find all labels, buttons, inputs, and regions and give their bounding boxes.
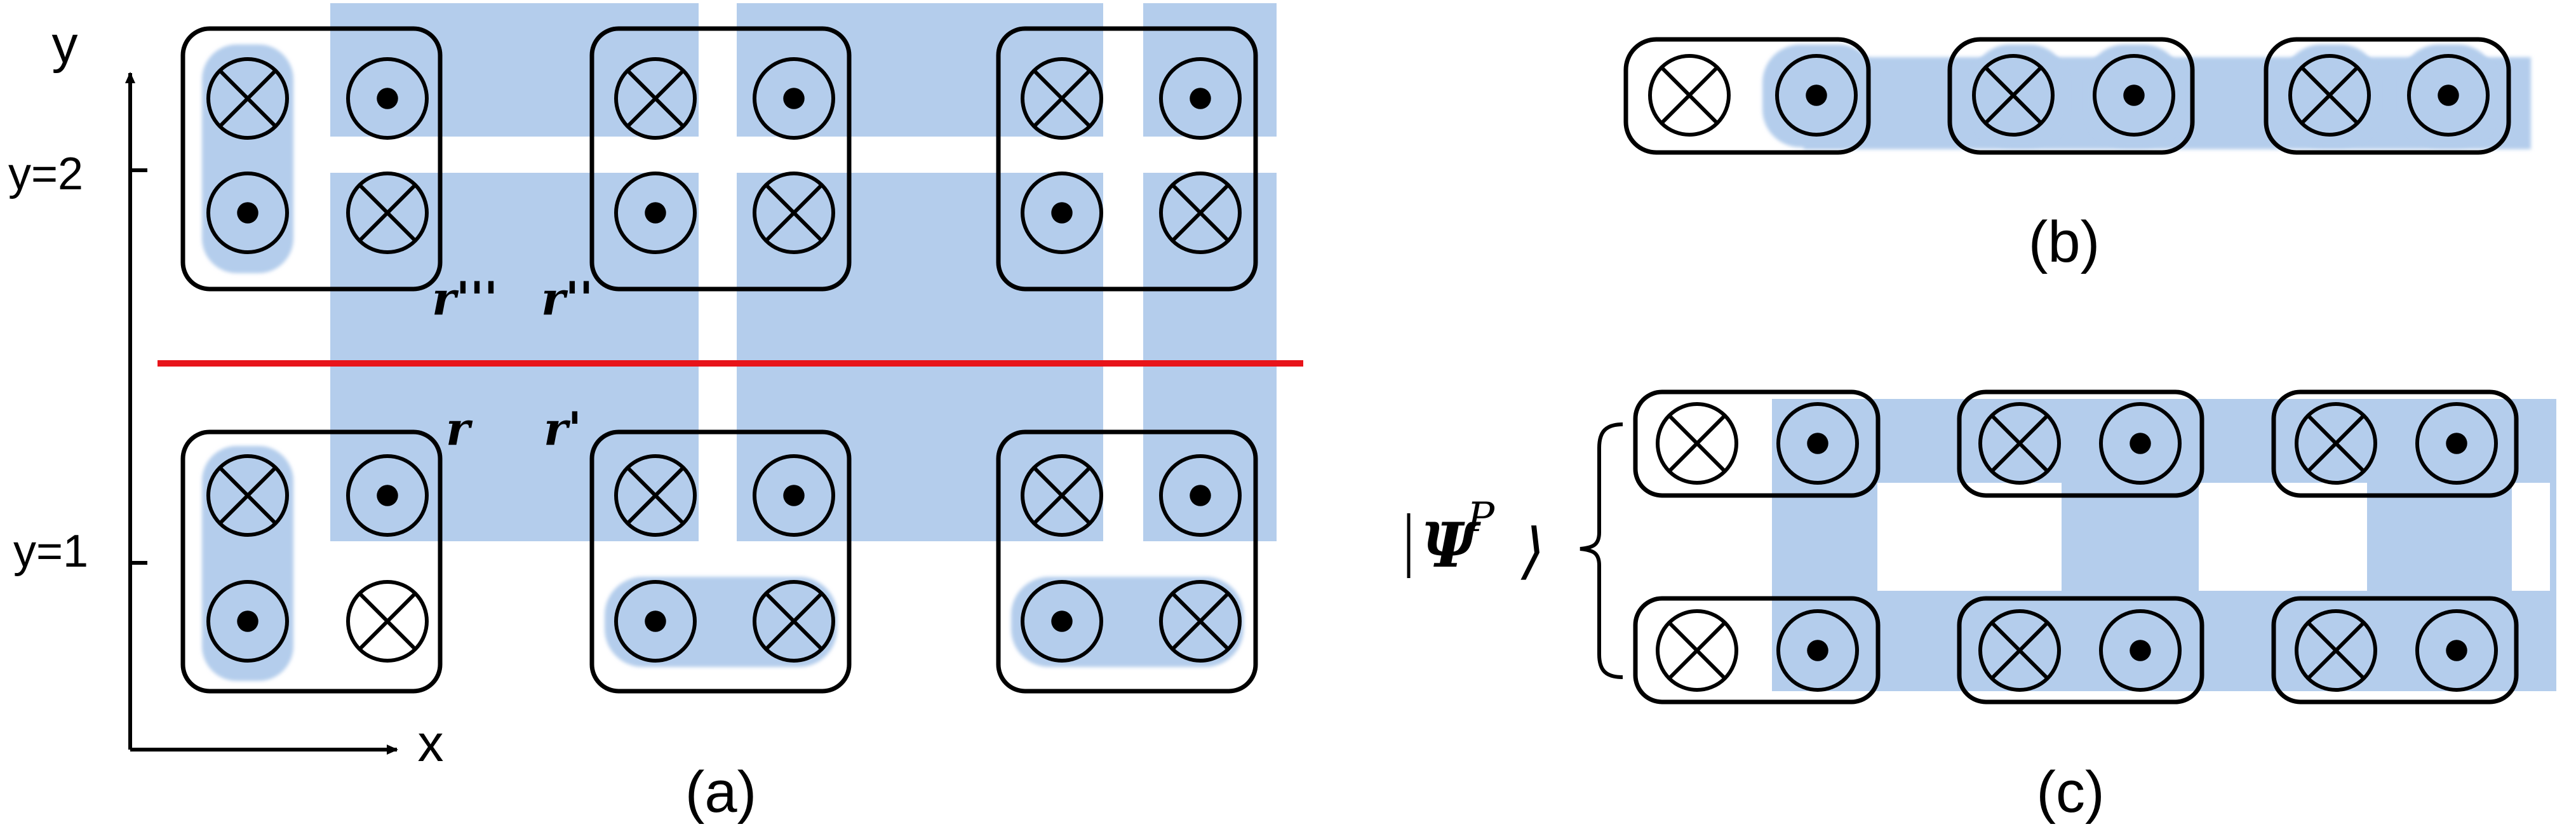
panel-c-gaps [1877, 483, 2550, 591]
tick-label-y1: y=1 [13, 526, 88, 577]
panel-b-spins [1648, 54, 2490, 137]
highlight-col-1-top [330, 3, 699, 137]
panel-a-axes [125, 72, 398, 755]
unit-cell-c-bot-3 [2271, 596, 2519, 705]
unit-cell-br [996, 429, 1258, 694]
pill-highlight-br [1011, 577, 1244, 667]
tick-label-y2: y=2 [8, 149, 83, 199]
dot-circle-icon [2099, 609, 2182, 692]
cross-circle-icon [346, 172, 429, 254]
dot-circle-icon [1159, 454, 1242, 537]
cross-circle-icon [2288, 54, 2371, 137]
cross-circle-icon [614, 454, 697, 537]
dot-circle-icon [753, 454, 835, 537]
cross-circle-icon [2295, 609, 2377, 692]
unit-cell-bl [180, 429, 443, 694]
unit-cell-tm [589, 26, 852, 292]
panel-b-cells [1623, 37, 2511, 155]
curly-brace [1580, 422, 1623, 679]
dot-circle-icon [1021, 172, 1103, 254]
unit-cell-c-top-2 [1957, 389, 2204, 498]
unit-cell-tl [180, 26, 443, 292]
state-superscript: P [1466, 494, 1495, 541]
dot-circle-icon [1021, 580, 1103, 663]
dot-circle-icon [346, 454, 429, 537]
dot-circle-icon [753, 57, 835, 140]
label-r: r [446, 401, 473, 455]
unit-cell-c-top-1 [1633, 389, 1881, 498]
panel-a: y x y=2 y=1 r''' r'' r r' (a) [8, 3, 1303, 825]
highlight-col-2-top [737, 3, 1103, 137]
panel-c: Ψ P ⟩ (c) [1407, 389, 2556, 825]
dot-circle-icon [1776, 609, 1859, 692]
cross-circle-icon [1656, 609, 1738, 692]
panel-c-spins [1656, 402, 2498, 692]
label-r-triple-prime: r''' [432, 271, 498, 325]
cross-circle-icon [1978, 609, 2061, 692]
panel-c-caption: (c) [2036, 760, 2104, 825]
unit-cell-c-bot-1 [1633, 596, 1881, 705]
cross-circle-icon [1648, 54, 1731, 137]
cross-circle-icon [1021, 57, 1103, 140]
dot-circle-icon [2099, 402, 2182, 485]
unit-cell-c-bot-2 [1957, 596, 2204, 705]
cross-circle-icon [346, 580, 429, 663]
cross-circle-icon [206, 57, 289, 140]
panel-a-highlights [202, 3, 1277, 681]
label-r-prime: r' [544, 401, 582, 455]
cross-circle-icon [1978, 402, 2061, 485]
panel-b-caption: (b) [2029, 210, 2100, 274]
unit-cell-c-top-3 [2271, 389, 2519, 498]
pill-highlight-tl [202, 44, 293, 273]
cross-circle-icon [206, 454, 289, 537]
label-r-double-prime: r'' [541, 271, 593, 325]
dot-circle-icon [2415, 402, 2498, 485]
unit-cell-b3 [2264, 37, 2511, 155]
cross-circle-icon [753, 580, 835, 663]
pill-highlight-bm [605, 577, 837, 667]
dot-circle-icon [2407, 54, 2490, 137]
cross-circle-icon [1972, 54, 2055, 137]
axis-y-label: y [52, 16, 78, 74]
state-label: Ψ P ⟩ [1407, 494, 1545, 586]
dot-circle-icon [614, 172, 697, 254]
panel-c-cells [1633, 389, 2519, 705]
axis-x-label: x [418, 715, 444, 772]
unit-cell-tr [996, 26, 1258, 292]
dot-circle-icon [1775, 54, 1858, 137]
state-psi: Ψ [1421, 509, 1481, 581]
panel-a-cells [180, 26, 1258, 694]
dot-circle-icon [1159, 57, 1242, 140]
dot-circle-icon [206, 172, 289, 254]
cross-circle-icon [1159, 580, 1242, 663]
dot-circle-icon [346, 57, 429, 140]
dot-circle-icon [2093, 54, 2175, 137]
panel-a-spins [206, 57, 1242, 663]
dot-circle-icon [614, 580, 697, 663]
gap-c2 [2199, 483, 2367, 591]
unit-cell-b1 [1623, 37, 1871, 155]
cross-circle-icon [753, 172, 835, 254]
panel-a-caption: (a) [685, 760, 756, 825]
cross-circle-icon [1021, 454, 1103, 537]
pill-highlight-bl [202, 446, 293, 681]
cross-circle-icon [1656, 402, 1738, 485]
dot-circle-icon [1776, 402, 1859, 485]
dot-circle-icon [2415, 609, 2498, 692]
panel-b: (b) [1623, 37, 2531, 274]
cross-circle-icon [2295, 402, 2377, 485]
highlight-col-2-bottom [737, 173, 1103, 541]
cross-circle-icon [1159, 172, 1242, 254]
unit-cell-bm [589, 429, 852, 694]
gap-c1 [1877, 483, 2062, 591]
dot-circle-icon [206, 580, 289, 663]
unit-cell-b2 [1947, 37, 2195, 155]
gap-c3 [2512, 483, 2550, 591]
state-ket-close: ⟩ [1520, 515, 1545, 586]
cross-circle-icon [614, 57, 697, 140]
